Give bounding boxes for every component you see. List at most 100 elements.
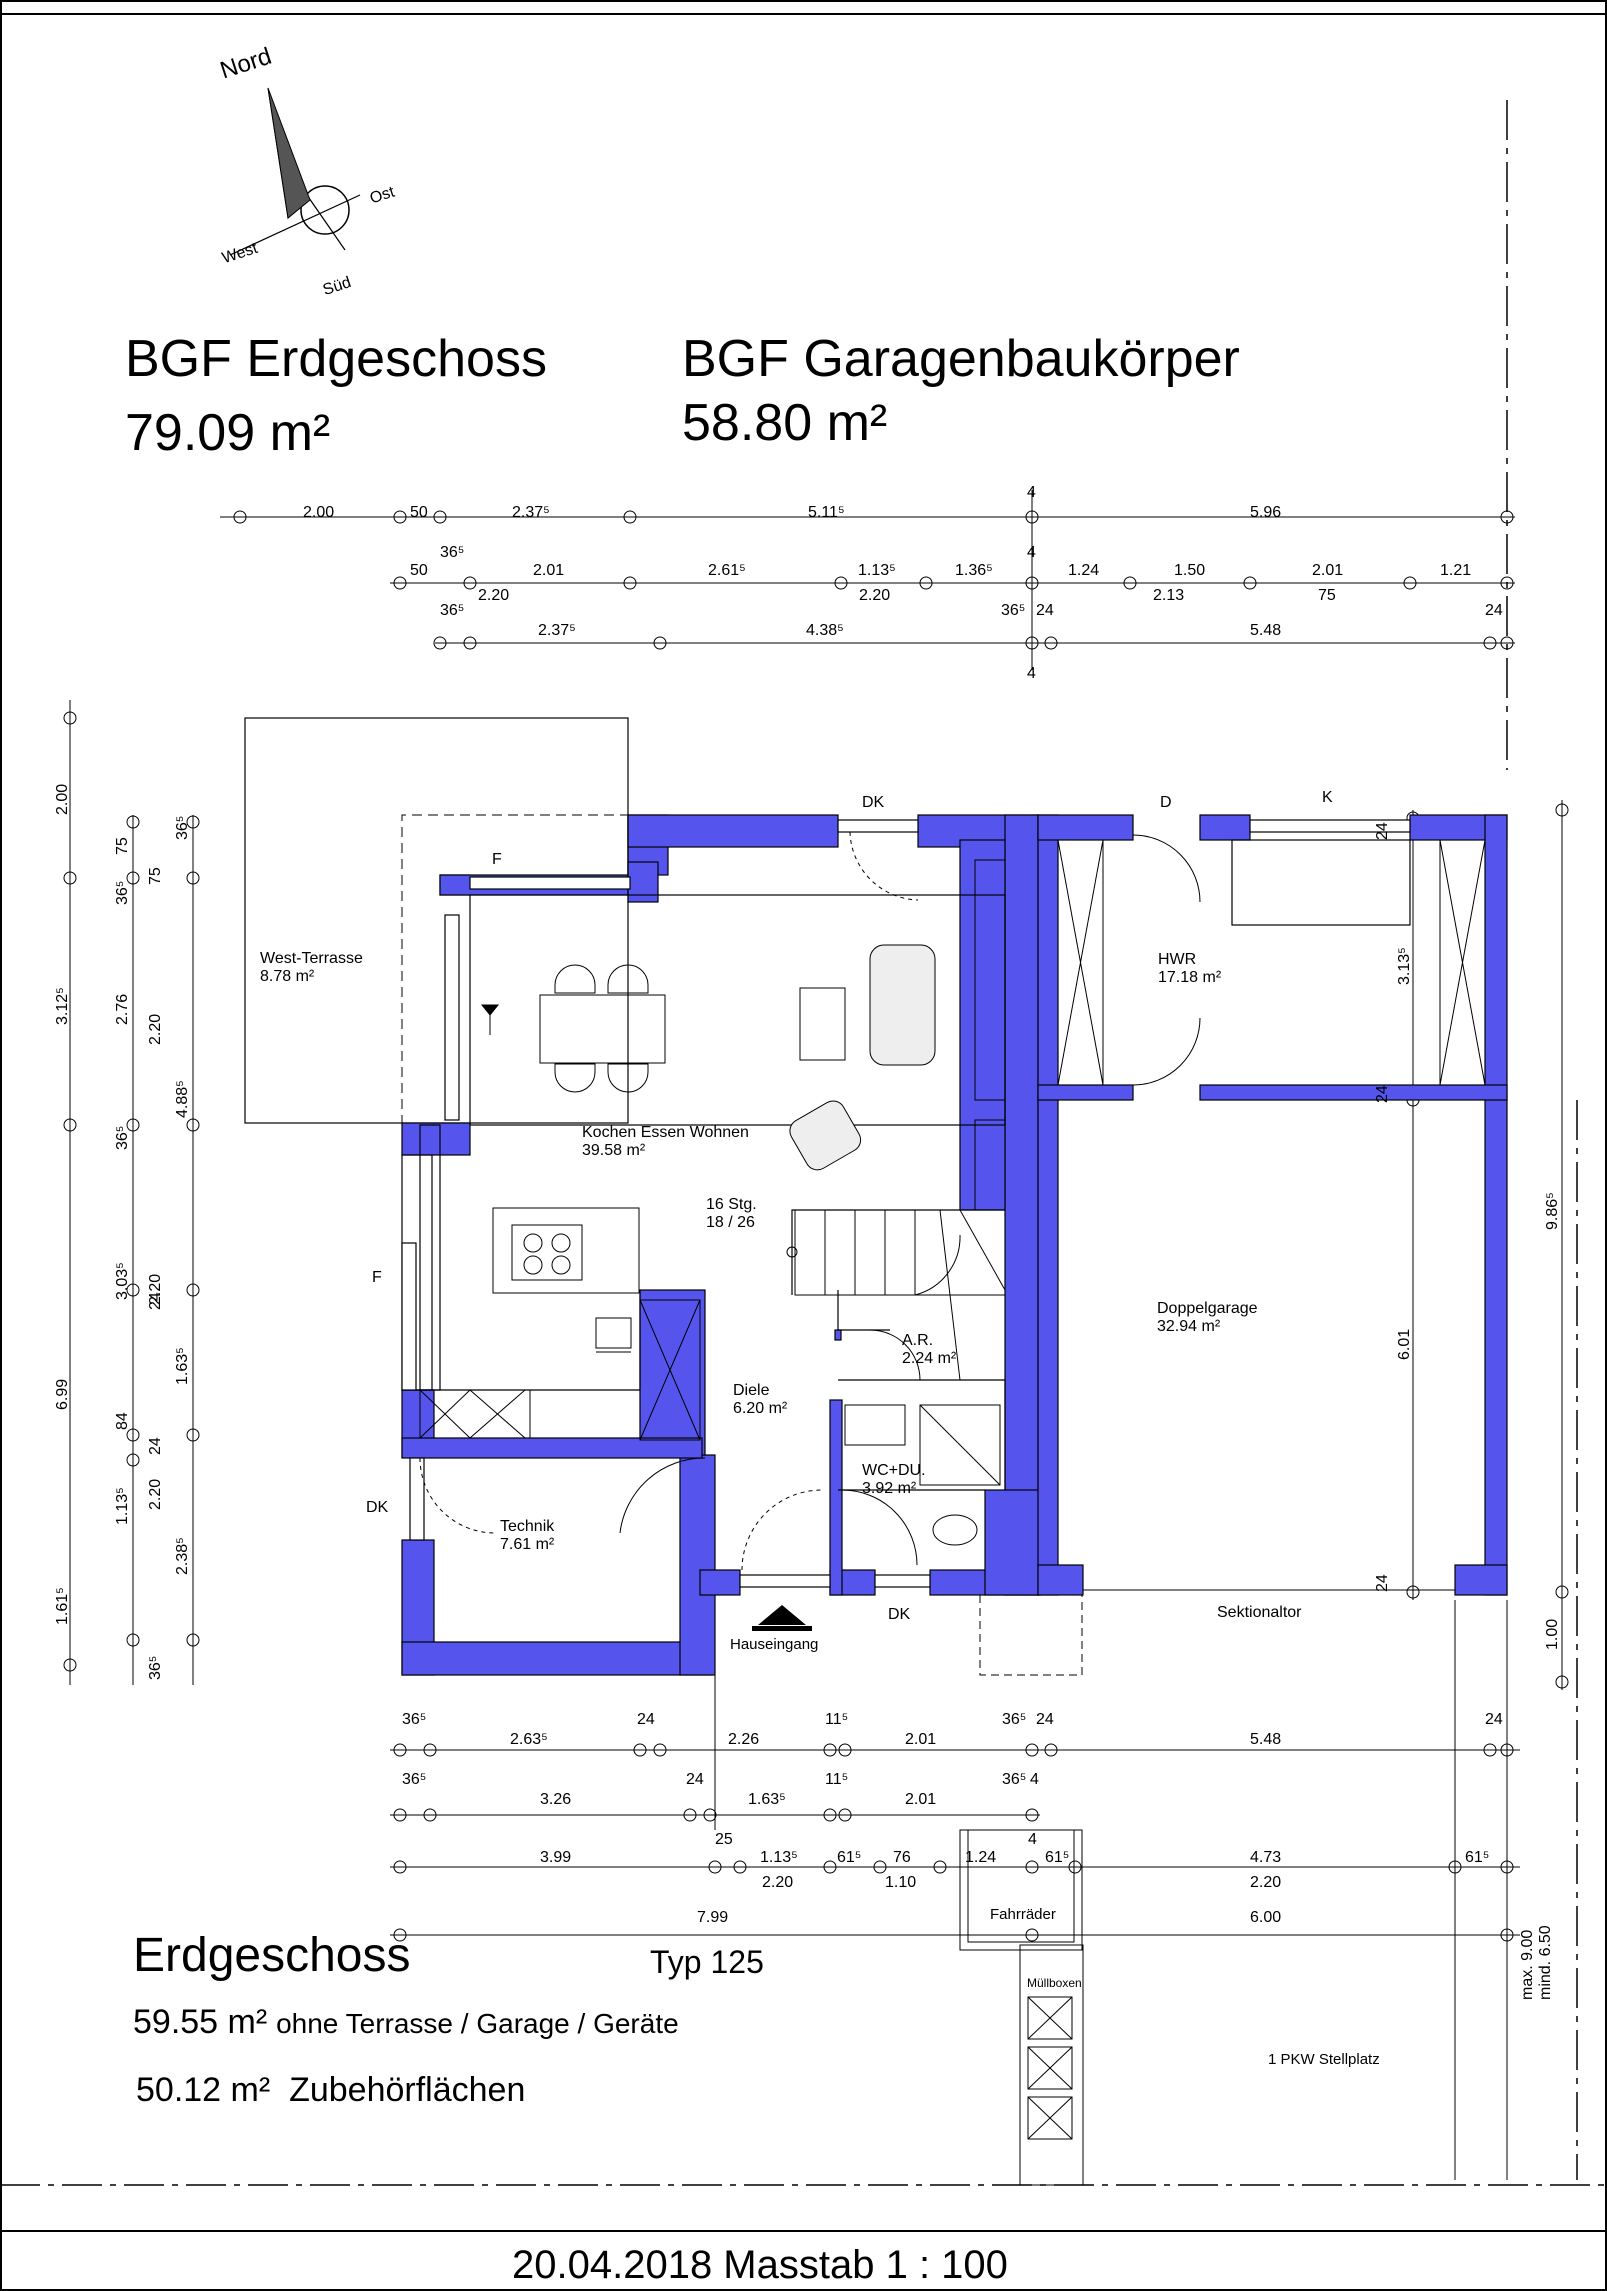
dim-label: 4.73	[1250, 1849, 1282, 1866]
dim-label: 2.00	[303, 504, 335, 521]
dim-label: 36⁵	[114, 1125, 131, 1150]
dim-label: 36⁵	[147, 1655, 164, 1680]
stellplatz-label: 1 PKW Stellplatz	[1268, 2051, 1380, 2068]
dim-label: 2.61⁵	[708, 562, 746, 579]
dim-label: 84	[114, 1412, 131, 1430]
dim-label: 24	[637, 1711, 655, 1728]
dim-label: 11⁵	[825, 1711, 849, 1728]
dim-label: 3.99	[540, 1849, 572, 1866]
dim-label: 36⁵	[440, 602, 465, 619]
compass-icon	[229, 87, 361, 256]
dim-label: 1.36⁵	[955, 562, 993, 579]
dim-label: 2.37⁵	[538, 622, 576, 639]
dim-label: 6.99	[54, 1378, 71, 1410]
dim-label: 36⁵	[1001, 602, 1026, 619]
dim-label: 2.63⁵	[510, 1731, 548, 1748]
dim-label: 75	[147, 867, 164, 885]
dim-label: 4.88⁵	[174, 1080, 191, 1118]
dim-label: 9.86⁵	[1544, 1192, 1561, 1230]
dim-label: 75	[114, 837, 131, 855]
dim-label: 2.01	[905, 1791, 937, 1808]
window-label-dk: DK	[862, 794, 885, 811]
right-dimension-lines	[1412, 800, 1563, 1690]
dim-label: 36⁵	[1002, 1711, 1027, 1728]
garage-shelves	[1057, 839, 1486, 1591]
dim-label: 1.13⁵	[760, 1849, 798, 1866]
dim-label: 4	[1027, 665, 1036, 682]
dim-label: 76	[893, 1849, 911, 1866]
west-terrace-outline	[244, 717, 629, 1124]
door-label-d: D	[1160, 794, 1172, 811]
fahrraeder-label: Fahrräder	[990, 1906, 1056, 1923]
dim-label: 3.03⁵	[114, 1262, 131, 1300]
dim-label: 36⁵	[440, 544, 465, 561]
dim-label: 2.13	[1153, 587, 1185, 604]
sektionaltor-label: Sektionaltor	[1217, 1604, 1302, 1621]
dim-label: 36⁵	[114, 880, 131, 905]
window-label-dk-west: DK	[366, 1499, 389, 1516]
dim-label: 4	[1027, 544, 1036, 561]
dim-label: 1.00	[1544, 1618, 1561, 1650]
dim-label: 36⁵	[402, 1771, 427, 1788]
window-label-dk-bottom: DK	[888, 1606, 911, 1623]
windows	[401, 819, 1411, 1588]
max-label: max. 9.00	[1519, 1929, 1536, 2000]
dim-label: 1.24	[965, 1849, 997, 1866]
kitchen-block	[419, 859, 1006, 1441]
dim-label: 1.61⁵	[54, 1587, 71, 1625]
house-walls	[401, 814, 1508, 1676]
dim-label: 3.26	[540, 1791, 572, 1808]
dim-label: 36⁵	[402, 1711, 427, 1728]
dim-label: 61⁵	[1465, 1849, 1490, 1866]
dim-label: 24	[147, 1437, 164, 1455]
dim-label: 24	[686, 1771, 704, 1788]
dim-label: 24	[1374, 1574, 1391, 1592]
dim-label: 4	[1027, 484, 1036, 501]
dim-label: 1.24	[1068, 562, 1100, 579]
dim-label: 1.63⁵	[174, 1347, 191, 1385]
dim-label: 1.63⁵	[748, 1791, 786, 1808]
bgf-erdgeschoss-label: BGF Erdgeschoss	[125, 330, 547, 388]
dim-label: 2.26	[728, 1731, 760, 1748]
left-dimension-ticks	[63, 711, 200, 1672]
left-dimension-lines	[69, 700, 194, 1685]
wc-fixtures	[844, 1404, 1001, 1546]
dim-label: 4	[1028, 1831, 1037, 1848]
dim-label: 24	[147, 1292, 164, 1310]
dim-label: 24	[1485, 1711, 1503, 1728]
dim-label: 2.76	[114, 993, 131, 1025]
dim-label: 2.20	[147, 1478, 164, 1510]
dim-label: 61⁵	[837, 1849, 862, 1866]
footer-date-scale: 20.04.2018 Masstab 1 : 100	[512, 2243, 1008, 2287]
room-wc: WC+DU.3.92 m²	[862, 1462, 926, 1497]
dim-label: 1.21	[1440, 562, 1472, 579]
dim-label: 4.38⁵	[806, 622, 844, 639]
summary-area1: 59.55 m² ohne Terrasse / Garage / Geräte	[133, 2003, 679, 2041]
room-ar: A.R.2.24 m²	[902, 1332, 957, 1367]
dim-label: 2.01	[533, 562, 565, 579]
window-label-f-west: F	[372, 1269, 382, 1286]
bgf-garage-value: 58.80 m²	[682, 394, 888, 452]
dim-label: 24	[1374, 1085, 1391, 1103]
bottom-dimension-ticks	[393, 1743, 1514, 1942]
dim-label: 5.48	[1250, 622, 1282, 639]
dim-label: 36⁵	[174, 815, 191, 840]
dim-label: 5.11⁵	[808, 504, 845, 521]
dim-label: 5.96	[1250, 504, 1282, 521]
dim-label: 2.01	[1312, 562, 1344, 579]
dim-label: 61⁵	[1045, 1849, 1070, 1866]
dim-label: 2.00	[54, 783, 71, 815]
bgf-erdgeschoss-value: 79.09 m²	[125, 404, 331, 462]
door-swings	[419, 831, 1201, 1571]
dim-label: 2.37⁵	[512, 504, 550, 521]
dim-label: 4	[1030, 1771, 1039, 1788]
dim-label: 2.20	[147, 1013, 164, 1045]
muellboxen-label: Müllboxen	[1027, 1976, 1082, 1990]
entrance-arrow-icon	[752, 1605, 812, 1631]
mind-label: mind. 6.50	[1537, 1925, 1554, 2000]
staircase	[786, 1209, 1006, 1381]
top-dimension-lines	[220, 516, 1515, 644]
dim-label: 2.01	[905, 1731, 937, 1748]
